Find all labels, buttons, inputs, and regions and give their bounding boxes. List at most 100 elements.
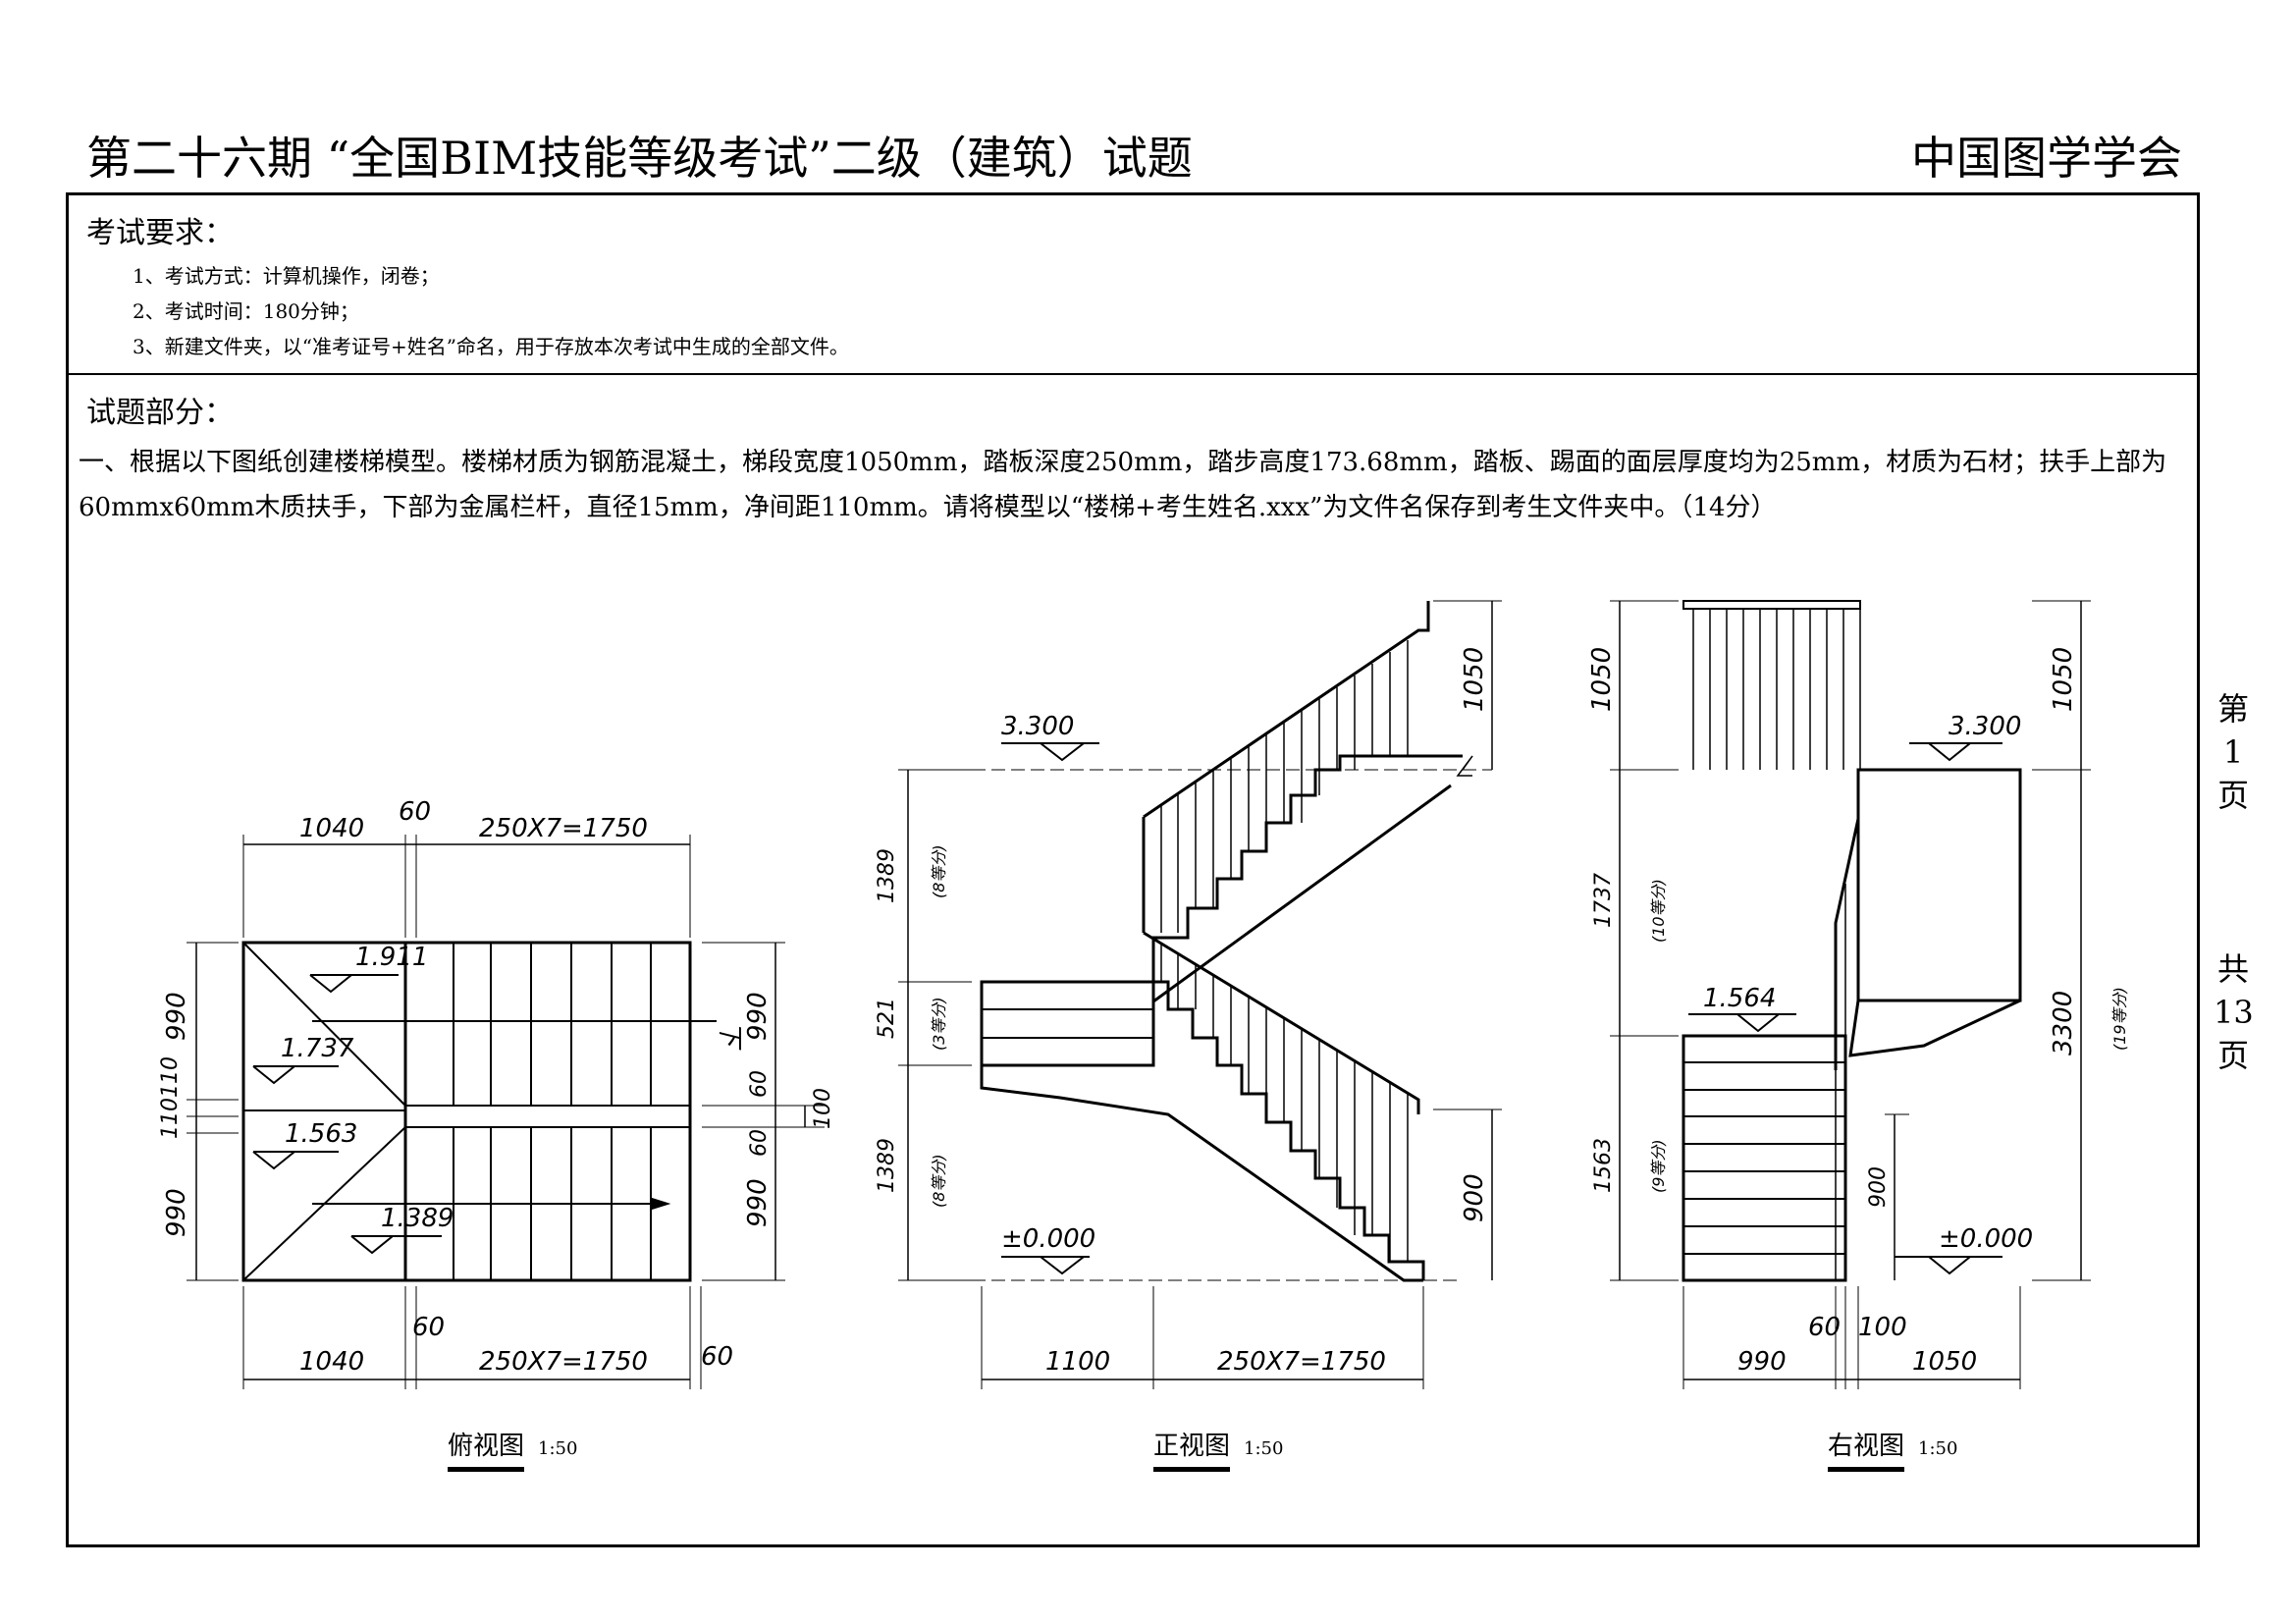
- question-1-text: 一、根据以下图纸创建楼梯模型。楼梯材质为钢筋混凝土，梯段宽度1050mm，踏板深…: [79, 448, 2167, 522]
- front-view-drawing: [898, 600, 1502, 1389]
- dim-label: 60: [1808, 1313, 1841, 1342]
- winder-line: [242, 942, 406, 1107]
- organization-name: 中国图学学会: [1911, 132, 2182, 185]
- lower-balusters: [1160, 945, 1409, 1262]
- dim-label: 900: [1866, 1166, 1891, 1208]
- dim-label: 990: [162, 1188, 191, 1237]
- lower-tread-lines: [1683, 1061, 1845, 1255]
- dim-label: 990: [162, 992, 191, 1041]
- requirement-item: 2、考试时间：180分钟；: [133, 299, 359, 323]
- dim-label: 1389: [875, 848, 899, 903]
- plan-view-title: 俯视图 1:50: [448, 1426, 578, 1472]
- dim-label: 250X7=1750: [479, 814, 648, 843]
- lower-flight-steps: [1151, 980, 1425, 1280]
- view-name: 右视图: [1828, 1432, 1905, 1472]
- dim-label: 990: [1737, 1347, 1787, 1377]
- level-marker: [1001, 1256, 1090, 1275]
- requirement-item: 3、新建文件夹，以“准考证号+姓名”命名，用于存放本次考试中生成的全部文件。: [133, 335, 849, 358]
- front-view-title: 正视图 1:50: [1153, 1426, 1284, 1472]
- level-label: 1.389: [381, 1204, 454, 1233]
- dim-label: 100: [1858, 1313, 1907, 1342]
- dim-label: 990: [743, 992, 773, 1041]
- upper-balusters: [1160, 640, 1409, 933]
- upper-treads: [453, 943, 652, 1106]
- dim-label: (10等分): [1649, 879, 1668, 943]
- level-label: 1.737: [281, 1034, 354, 1063]
- level-marker: [1909, 742, 2002, 762]
- dim-label: 60: [412, 1313, 445, 1342]
- dim-label: 60: [747, 1129, 772, 1157]
- upper-flight-steps: [1151, 754, 1463, 982]
- view-scale: 1:50: [1244, 1438, 1284, 1459]
- page-char: 13: [2214, 994, 2254, 1031]
- dim-label: (3等分): [930, 997, 948, 1051]
- view-name: 俯视图: [448, 1432, 525, 1472]
- requirement-item: 1、考试方式：计算机操作，闭卷；: [133, 264, 440, 288]
- center-handrail: [404, 1105, 691, 1128]
- level-label: 3.300: [1001, 712, 1074, 741]
- dim-label: 1040: [299, 814, 364, 843]
- upper-flight-soffit: [1848, 999, 2021, 1057]
- dim-label: 1050: [1912, 1347, 1977, 1377]
- dim-label: 1050: [1460, 647, 1489, 712]
- level-label: ±0.000: [1939, 1224, 2033, 1254]
- dim-label: 1389: [875, 1138, 899, 1193]
- level-marker: [1895, 1256, 2002, 1275]
- view-name: 正视图: [1153, 1432, 1231, 1472]
- dim-label: 100: [811, 1088, 835, 1129]
- dim-label: 110: [158, 1056, 183, 1098]
- side-handrail: [1834, 818, 1860, 1070]
- page-number: 第 1 页: [2214, 687, 2253, 817]
- lower-handrail: [1143, 931, 1420, 1114]
- top-balusters: [1692, 609, 1861, 770]
- page-total: 共 13 页: [2214, 947, 2254, 1077]
- view-scale: 1:50: [1918, 1438, 1958, 1459]
- page-char: 第: [2216, 690, 2249, 728]
- dim-label: 1040: [299, 1347, 364, 1377]
- upper-handrail: [1143, 601, 1430, 819]
- level-label: 3.300: [1949, 712, 2021, 741]
- plan-view-drawing: [187, 835, 825, 1389]
- right-view-drawing: [1610, 600, 2091, 1389]
- page-char: 共: [2216, 950, 2249, 988]
- page-char: 页: [2216, 1037, 2249, 1074]
- level-marker: [1001, 742, 1099, 762]
- sheet-frame: [66, 192, 2200, 1547]
- dim-label: 250X7=1750: [479, 1347, 648, 1377]
- upper-flight-soffit: [1152, 784, 1452, 1003]
- questions-heading: 试题部分：: [86, 396, 234, 430]
- level-marker: [1688, 1013, 1796, 1033]
- dim-label: 521: [875, 998, 899, 1039]
- dim-label: (9等分): [1649, 1139, 1668, 1193]
- dim-label: 60: [399, 797, 431, 827]
- dim-label: 1563: [1591, 1138, 1616, 1193]
- view-scale: 1:50: [538, 1438, 578, 1459]
- dim-label: (8等分): [930, 1154, 948, 1208]
- requirements-heading: 考试要求：: [86, 216, 234, 250]
- level-label: 1.564: [1703, 984, 1776, 1013]
- lower-flight-soffit: [980, 1065, 1423, 1282]
- dim-label: 110: [158, 1098, 183, 1139]
- dim-label: 1050: [1587, 647, 1617, 712]
- lower-flight-side: [1682, 1034, 1847, 1282]
- top-railing: [1682, 600, 1861, 610]
- down-label: 下: [715, 1021, 744, 1051]
- level-label: ±0.000: [1001, 1224, 1095, 1254]
- dim-label: 3300: [2049, 991, 2078, 1055]
- dim-label: 900: [1460, 1173, 1489, 1222]
- level-marker: [350, 1235, 442, 1255]
- dim-label: 1050: [2049, 647, 2078, 712]
- dim-label: 1100: [1045, 1347, 1110, 1377]
- dim-label: 60: [747, 1070, 772, 1098]
- level-marker: [309, 974, 399, 994]
- level-marker: [252, 1065, 339, 1085]
- right-view-title: 右视图 1:50: [1828, 1426, 1958, 1472]
- upper-flight-side: [1856, 768, 2022, 1002]
- dim-label: (19等分): [2110, 987, 2129, 1051]
- dim-label: 60: [701, 1342, 733, 1372]
- section-divider: [66, 373, 2200, 375]
- dim-label: (8等分): [930, 844, 948, 898]
- exam-title: 第二十六期 “全国BIM技能等级考试”二级（建筑）试题: [86, 132, 1193, 185]
- dim-label: 990: [743, 1178, 773, 1227]
